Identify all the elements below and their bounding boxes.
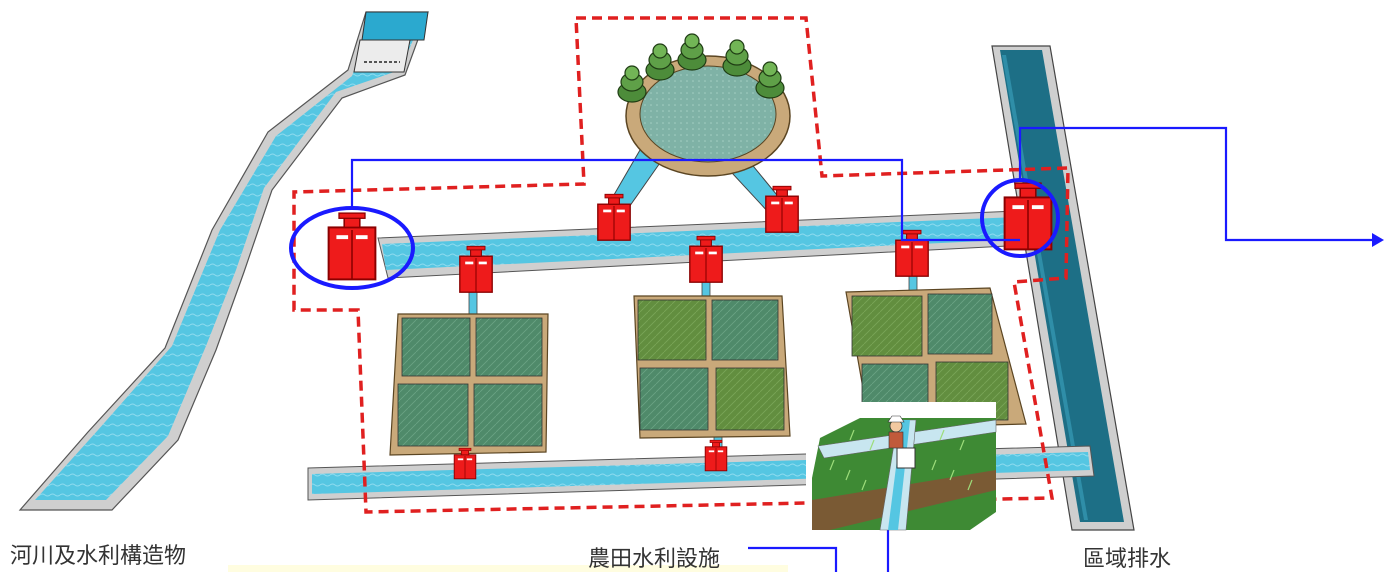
- paddy-field-1: [389, 313, 549, 456]
- label-river-structures: 河川及水利構造物: [10, 544, 187, 569]
- label-regional-drainage: 區域排水: [1083, 547, 1172, 572]
- farmer-icon: [887, 415, 905, 449]
- arrow-right-icon: [1372, 233, 1384, 247]
- paddy-field-2: [633, 295, 791, 439]
- paddy-field-3: [845, 287, 1027, 429]
- farmland-boundary: [292, 16, 1070, 514]
- water-gate-icon: [327, 212, 377, 281]
- tree-icon: [755, 61, 785, 99]
- tree-icon: [645, 43, 675, 81]
- label-farmland-irrigation: 農田水利設施: [588, 547, 721, 572]
- water-gate-icon: [704, 439, 728, 472]
- river: [18, 11, 429, 511]
- farmer-inset: [806, 402, 997, 531]
- tree-icon: [722, 39, 752, 77]
- tree-icon: [617, 65, 647, 103]
- highlight-strip: [228, 565, 788, 572]
- tree-icon: [677, 33, 707, 71]
- reservoir-pond: [603, 33, 791, 221]
